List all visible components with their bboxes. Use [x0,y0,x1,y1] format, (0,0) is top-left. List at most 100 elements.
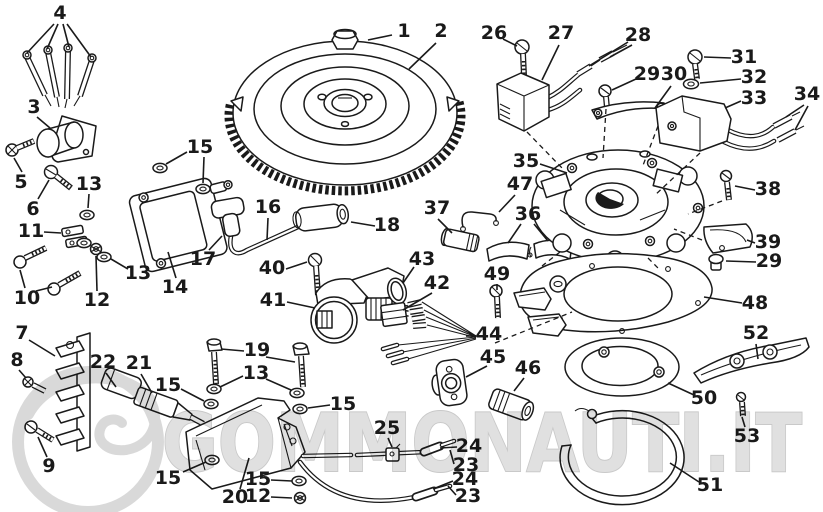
callout-label-42: 42 [424,272,450,294]
callout-14: 14 [162,251,188,298]
callout-36: 36 [507,203,549,244]
ring-50-drawing [564,337,680,397]
callout-label-33: 33 [741,87,767,109]
callout-15: 15 [245,468,293,490]
callout-label-2: 2 [434,20,447,42]
connectors-28-drawing [576,44,628,77]
callout-label-23: 23 [453,454,479,476]
callout-label-5: 5 [14,171,27,193]
bushing-46-drawing [488,388,535,421]
spark-plug-wire-drawing [210,196,350,256]
callout-label-47: 47 [507,173,533,195]
callout-42: 42 [402,272,450,311]
coil-27-drawing [496,72,583,132]
callout-label-20: 20 [222,486,248,508]
watermark-text: GOMMONAUTI.IT [162,397,802,490]
callout-label-13: 13 [76,173,102,195]
callout-38: 38 [734,178,781,200]
callout-label-26: 26 [481,22,507,44]
callout-21: 21 [126,352,153,394]
washer-15a2-drawing [195,183,211,195]
callout-23: 23 [447,485,481,507]
callout-19: 19 [220,339,296,363]
callout-label-37: 37 [424,197,450,219]
callout-13: 13 [110,258,151,284]
callout-27: 27 [541,22,574,81]
callout-label-12: 12 [84,289,110,311]
callout-label-4: 4 [53,2,66,24]
callout-34: 34 [785,83,820,131]
callout-label-9: 9 [42,455,55,477]
callout-label-15: 15 [245,468,271,490]
callout-label-50: 50 [691,387,717,409]
terminal-rack-7-drawing [55,332,91,452]
callout-label-43: 43 [409,248,435,270]
watermark-logo [12,366,164,512]
callout-label-28: 28 [625,24,651,46]
callout-label-21: 21 [126,352,152,374]
callout-16: 16 [255,196,281,241]
callout-28: 28 [588,24,651,67]
callout-label-13: 13 [125,262,151,284]
callout-label-11: 11 [18,220,44,242]
callout-29: 29 [611,63,660,91]
callout-4: 4 [26,2,92,58]
washer-32-drawing [682,78,700,90]
bracket-52-drawing [693,337,810,384]
callout-10: 10 [14,269,53,309]
parts-layer [5,28,810,506]
bolt-19a-drawing [203,338,223,410]
bolt-10a-drawing [13,245,48,269]
plate-39-drawing [703,223,753,254]
callout-44: 44 [466,323,502,345]
callout-label-52: 52 [743,322,769,344]
callout-label-3: 3 [27,96,40,118]
clamp-25-drawing [385,443,401,462]
callout-label-24: 24 [456,435,482,457]
callout-13: 13 [219,362,292,391]
callout-20: 20 [222,457,250,508]
terminals-34-drawing [772,111,805,143]
callout-label-31: 31 [731,46,757,68]
callout-17: 17 [190,235,223,270]
screw-38-drawing [719,169,733,201]
callout-label-45: 45 [480,346,506,368]
screw-31-drawing [687,49,703,80]
callout-1: 1 [367,20,411,42]
callout-5: 5 [13,157,28,193]
callout-13: 13 [76,173,102,209]
callout-label-10: 10 [14,287,40,309]
callout-45: 45 [465,346,506,378]
assembly-dashed-lines [494,108,723,344]
callout-23: 23 [449,449,479,476]
callout-53: 53 [734,416,760,447]
callout-3: 3 [27,96,51,129]
callout-label-41: 41 [260,289,286,311]
callout-43: 43 [402,248,435,284]
connector-42-drawing [380,299,427,329]
callout-label-30: 30 [661,63,687,85]
power-pack-20-drawing [185,397,428,505]
callout-label-44: 44 [476,323,502,345]
screw-53-drawing [735,391,747,417]
callout-39: 39 [746,231,781,253]
connector-37-drawing [440,227,480,253]
callout-label-15: 15 [155,374,181,396]
callout-7: 7 [15,322,56,357]
callout-label-29: 29 [756,250,782,272]
stud-set-drawing [22,43,97,109]
flywheel-drawing [224,40,466,196]
callout-label-13: 13 [243,362,269,384]
callout-label-38: 38 [755,178,781,200]
callout-52: 52 [743,322,769,360]
flywheel-nut-drawing [331,28,359,50]
callout-25: 25 [374,417,400,448]
callout-41: 41 [260,289,316,311]
callout-24: 24 [439,435,482,457]
callout-46: 46 [513,357,541,392]
callout-label-39: 39 [755,231,781,253]
watermark: GOMMONAUTI.IT [12,366,803,512]
callout-30: 30 [654,63,687,109]
